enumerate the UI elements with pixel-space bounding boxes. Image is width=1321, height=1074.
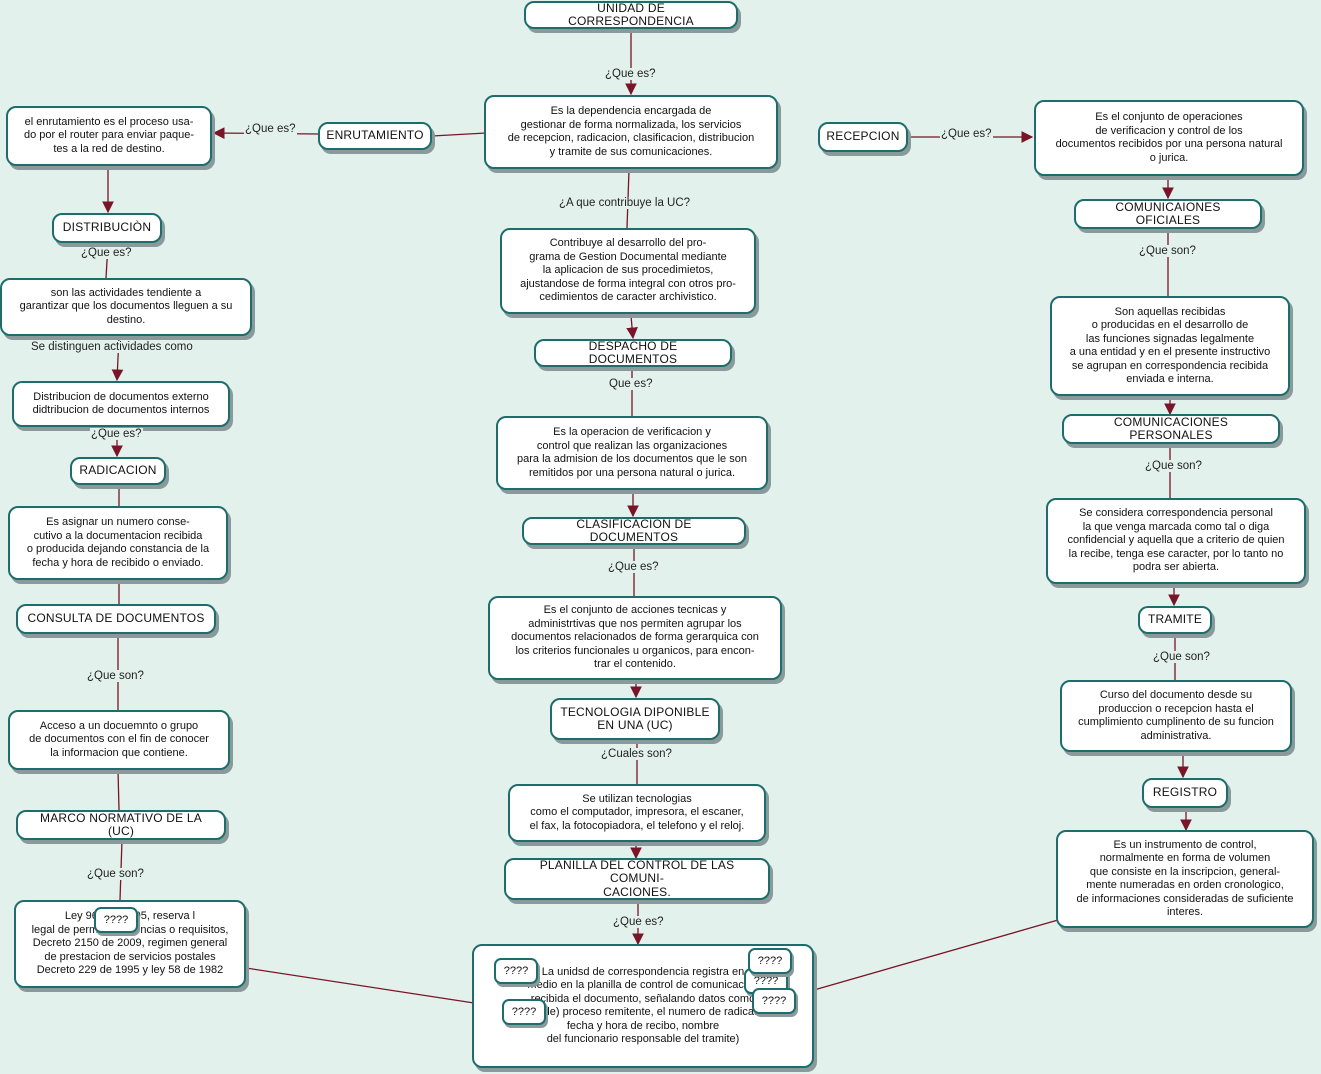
tag-unknown-6[interactable]: ???? xyxy=(94,907,138,933)
node-comunicaciones-personales[interactable]: COMUNICACIONES PERSONALES xyxy=(1062,414,1280,444)
label-se-distinguen: Se distinguen actividades como xyxy=(30,341,194,353)
node-planilla-control[interactable]: PLANILLA DEL CONTROL DE LAS COMUNI- CACI… xyxy=(504,858,770,900)
label-que-es-despacho: Que es? xyxy=(608,378,654,390)
node-enrutamiento-definicion[interactable]: el enrutamiento es el proceso usa- do po… xyxy=(6,106,212,166)
node-distribucion[interactable]: DISTRIBUCIÒN xyxy=(52,213,162,243)
node-unidad-correspondencia[interactable]: UNIDAD DE CORRESPONDENCIA xyxy=(524,1,738,29)
label-que-son-marco: ¿Que son? xyxy=(86,868,145,880)
label-que-es-enrutamiento: ¿Que es? xyxy=(244,123,297,135)
node-contribuye-definicion[interactable]: Contribuye al desarrollo del pro- grama … xyxy=(500,228,756,314)
label-que-son-oficiales: ¿Que son? xyxy=(1138,245,1197,257)
label-que-es: ¿Que es? xyxy=(604,68,657,80)
label-que-son-personales: ¿Que son? xyxy=(1144,460,1203,472)
node-comunicaciones-oficiales[interactable]: COMUNICAIONES OFICIALES xyxy=(1074,199,1262,229)
label-que-es-distribucion: ¿Que es? xyxy=(80,247,133,259)
node-clasificacion-definicion[interactable]: Es el conjunto de acciones tecnicas y ad… xyxy=(488,596,782,680)
tag-unknown-1[interactable]: ???? xyxy=(494,958,538,984)
node-tecnologia-definicion[interactable]: Se utilizan tecnologias como el computad… xyxy=(508,784,766,842)
node-consulta-documentos[interactable]: CONSULTA DE DOCUMENTOS xyxy=(16,604,216,634)
link-registrodef-planilla xyxy=(813,919,1059,991)
node-oficiales-definicion[interactable]: Son aquellas recibidas o producidas en e… xyxy=(1050,296,1290,396)
node-tramite[interactable]: TRAMITE xyxy=(1138,606,1212,634)
label-que-son-tramite: ¿Que son? xyxy=(1152,651,1211,663)
node-despacho-definicion[interactable]: Es la operacion de verificacion y contro… xyxy=(496,416,768,490)
tag-unknown-5[interactable]: ???? xyxy=(752,988,796,1014)
node-distribucion-tipos[interactable]: Distribucion de documentos externo didtr… xyxy=(12,381,230,427)
label-que-es-radicacion: ¿Que es? xyxy=(90,428,143,440)
node-registro-definicion[interactable]: Es un instrumento de control, normalment… xyxy=(1056,830,1314,928)
node-despacho-documentos[interactable]: DESPACHO DE DOCUMENTOS xyxy=(534,339,732,367)
tag-unknown-4[interactable]: ???? xyxy=(748,948,792,974)
node-recepcion-definicion[interactable]: Es el conjunto de operaciones de verific… xyxy=(1034,100,1304,176)
node-tecnologia-disponible[interactable]: TECNOLOGIA DIPONIBLE EN UNA (UC) xyxy=(550,698,720,740)
link-consultadef-marco xyxy=(117,769,120,811)
node-radicacion-definicion[interactable]: Es asignar un numero conse- cutivo a la … xyxy=(8,506,228,580)
label-cuales-son: ¿Cuales son? xyxy=(600,748,673,760)
label-que-es-recepcion: ¿Que es? xyxy=(940,128,993,140)
node-recepcion[interactable]: RECEPCION xyxy=(818,122,908,152)
node-personales-definicion[interactable]: Se considera correspondencia personal la… xyxy=(1046,498,1306,584)
node-radicacion[interactable]: RADICACION xyxy=(70,457,166,485)
label-que-son-consulta: ¿Que son? xyxy=(86,670,145,682)
node-unidad-definicion[interactable]: Es la dependencia encargada de gestionar… xyxy=(484,95,778,169)
node-enrutamiento[interactable]: ENRUTAMIENTO xyxy=(318,122,432,150)
link-contrib-despacho xyxy=(626,315,638,340)
node-tramite-definicion[interactable]: Curso del documento desde su produccion … xyxy=(1060,680,1292,752)
node-distribucion-definicion[interactable]: son las actividades tendiente a garantiz… xyxy=(0,278,252,336)
node-consulta-definicion[interactable]: Acceso a un docuemnto o grupo de documen… xyxy=(8,710,230,770)
node-registro[interactable]: REGISTRO xyxy=(1142,778,1228,808)
label-que-es-clasificacion: ¿Que es? xyxy=(607,561,660,573)
tag-unknown-2[interactable]: ???? xyxy=(502,999,546,1025)
label-a-que-contribuye: ¿A que contribuye la UC? xyxy=(558,197,692,209)
link-marcodef-planilla xyxy=(245,967,475,1004)
link-unidaddef-enrut xyxy=(431,132,487,137)
node-marco-normativo[interactable]: MARCO NORMATIVO DE LA (UC) xyxy=(16,810,226,840)
node-clasificacion-documentos[interactable]: CLASIFICACION DE DOCUMENTOS xyxy=(522,517,746,545)
label-que-es-planilla: ¿Que es? xyxy=(612,916,665,928)
